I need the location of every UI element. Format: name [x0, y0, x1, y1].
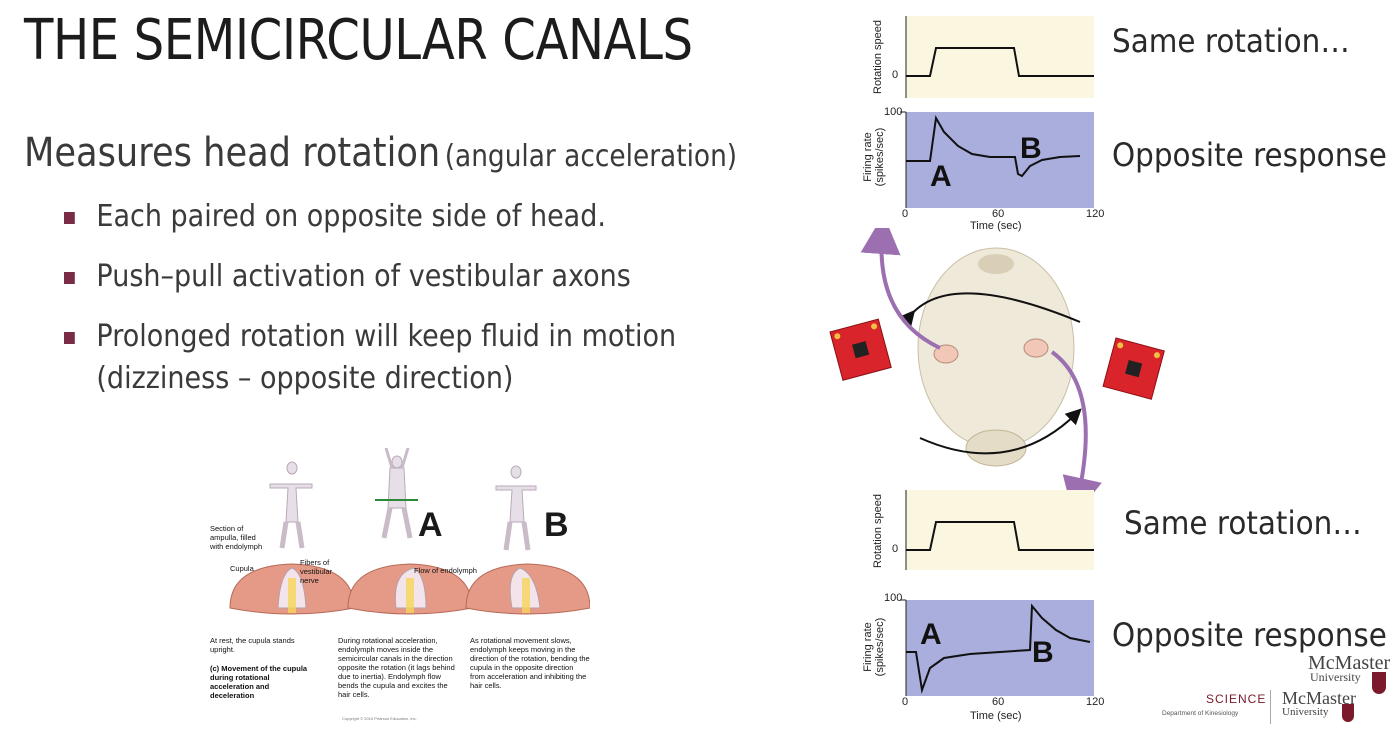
subtitle-main: Measures head rotation [24, 130, 441, 176]
inner-ear-left-icon [933, 344, 959, 364]
bullet-text: Push–pull activation of vestibular axons [96, 259, 631, 294]
bullet-item: Each paired on opposite side of head. [64, 196, 712, 238]
rotation-arrow-bottom [919, 408, 1082, 455]
logo-divider [1270, 690, 1271, 724]
bullet-list: Each paired on opposite side of head. Pu… [64, 196, 784, 418]
label-b: B [1032, 636, 1054, 669]
caption-opposite-response-top: Opposite response [1112, 136, 1387, 174]
x-axis-label: Time (sec) [970, 710, 1022, 722]
purple-arrow-down [1050, 350, 1102, 508]
rotation-line [906, 521, 1094, 551]
bullet-text: Prolonged rotation will keep fluid in mo… [96, 319, 677, 354]
section-label: Section of ampulla, filled with endolymp… [210, 524, 263, 551]
inner-ear-right-icon [1023, 338, 1049, 358]
tick-120: 120 [1086, 208, 1105, 220]
firing-chart-top: Firing rate(spikes/sec) 100 A B 0 60 120… [860, 104, 1110, 232]
tick-0-x: 0 [902, 696, 909, 708]
crest-icon [1342, 704, 1354, 722]
bullet-marker [64, 272, 75, 284]
tick-100: 100 [884, 592, 903, 604]
tick-100: 100 [884, 106, 903, 118]
tick-0-x: 0 [902, 208, 909, 220]
figure-letter-a: A [418, 506, 443, 544]
rotation-chart-bottom: Rotation speed 0 [860, 488, 1100, 574]
caption-opposite-response-bottom: Opposite response [1112, 616, 1387, 654]
tick-0: 0 [892, 543, 899, 555]
firing-plot-area [906, 112, 1094, 208]
figure-letter-b: B [544, 506, 569, 544]
rotation-plot-area [906, 16, 1094, 98]
cupula-figure: Section of ampulla, filled with endolymp… [200, 447, 591, 726]
rotation-arrow-top [898, 292, 1081, 328]
fibers-label: Fibers of vestibular nerve [300, 558, 333, 585]
label-a: A [930, 160, 952, 193]
slide-subtitle: Measures head rotation (angular accelera… [24, 130, 737, 176]
decel-caption: As rotational movement slows, endolymph … [470, 636, 590, 690]
rotation-line [906, 47, 1094, 77]
tick-0: 0 [892, 69, 899, 81]
sensor-board-right-icon [1102, 337, 1165, 400]
mcmaster-logo: McMaster [1282, 688, 1356, 708]
slide-title: THE SEMICIRCULAR CANALS [24, 8, 693, 73]
firing-ylabel: Firing rate(spikes/sec) [862, 617, 886, 677]
tick-60: 60 [992, 208, 1005, 220]
copyright: Copyright © 2010 Pearson Education, Inc. [342, 716, 417, 721]
university-label: University [1282, 706, 1329, 718]
rotation-plot-area [906, 490, 1094, 570]
cupula-label: Cupula [230, 564, 254, 573]
caption-same-rotation-top: Same rotation… [1112, 22, 1350, 60]
mcmaster-logo-top: McMaster [1308, 652, 1391, 674]
science-label: SCIENCE [1206, 692, 1267, 706]
firing-ylabel: Firing rate(spikes/sec) [862, 127, 886, 187]
firing-plot-area [906, 600, 1094, 696]
x-axis-label: Time (sec) [970, 220, 1022, 232]
rotation-ylabel: Rotation speed [872, 20, 884, 94]
subtitle-paren: (angular acceleration) [444, 139, 738, 174]
tick-120: 120 [1086, 696, 1105, 708]
flow-label: Flow of endolymph [414, 566, 477, 575]
firing-line [906, 114, 1081, 178]
rest-caption: At rest, the cupula stands upright. [210, 636, 295, 654]
university-label-top: University [1310, 670, 1361, 684]
purple-arrow-up [860, 228, 941, 350]
bullet-marker [64, 332, 75, 344]
rotation-chart-top: Rotation speed 0 [860, 14, 1100, 100]
bullet-item: Push–pull activation of vestibular axons [64, 256, 712, 298]
crest-icon-top [1372, 672, 1386, 694]
movement-caption: (c) Movement of the cupula during rotati… [210, 664, 308, 700]
head-illustration [829, 228, 1165, 508]
bullet-text: Each paired on opposite side of head. [96, 199, 606, 234]
department-label: Department of Kinesiology [1162, 710, 1239, 717]
accel-caption: During rotational acceleration, endolymp… [338, 636, 455, 699]
label-a: A [920, 618, 942, 651]
firing-line [906, 603, 1091, 694]
bullet-marker [64, 212, 75, 224]
bullet-item: Prolonged rotation will keep fluid in mo… [64, 316, 712, 400]
rotation-ylabel: Rotation speed [872, 494, 884, 568]
cupula-illustration [229, 447, 591, 615]
bullet-text-continued: (dizziness – opposite direction) [96, 361, 514, 396]
tick-60: 60 [992, 696, 1005, 708]
label-b: B [1020, 132, 1042, 165]
sensor-board-left-icon [829, 318, 892, 381]
caption-same-rotation-bottom: Same rotation… [1124, 504, 1362, 542]
firing-chart-bottom: Firing rate(spikes/sec) 100 A B 0 60 120… [860, 592, 1110, 726]
